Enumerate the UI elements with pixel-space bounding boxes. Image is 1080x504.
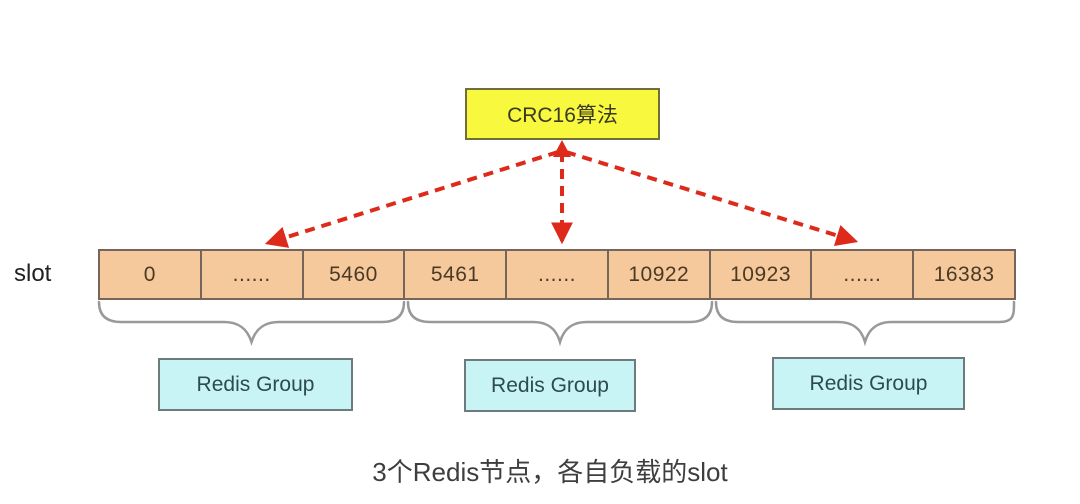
arrow-right-icon [565,150,859,247]
brace-group-3 [714,300,1016,347]
arrow-left-icon [264,150,559,248]
redis-group-label: Redis Group [809,371,928,395]
slot-cell: 0 [100,251,202,298]
redis-group-box-3: Redis Group [772,357,965,410]
arrowhead-up-icon [553,140,571,157]
redis-group-label: Redis Group [196,372,315,396]
crc16-algorithm-box: CRC16算法 [465,88,660,140]
redis-group-box-1: Redis Group [158,358,353,411]
slot-cell: ...... [812,251,915,298]
redis-group-box-2: Redis Group [464,359,636,412]
slot-cell: ...... [507,251,609,298]
brace-group-2 [406,300,714,347]
crc16-algorithm-label: CRC16算法 [507,104,618,127]
brace-group-1 [97,300,406,347]
slot-axis-label: slot [14,260,52,287]
slot-cell: 5460 [304,251,406,298]
slot-bar: 0 ...... 5460 5461 ...... 10922 10923 ..… [98,249,1016,300]
slot-cell: 10922 [609,251,711,298]
slot-cell: 5461 [405,251,508,298]
diagram-caption: 3个Redis节点，各自负载的slot [372,457,728,487]
slot-cell: ...... [202,251,304,298]
slot-cell: 16383 [933,262,995,286]
slot-cell: 10923 [711,251,813,298]
redis-group-label: Redis Group [491,373,609,397]
